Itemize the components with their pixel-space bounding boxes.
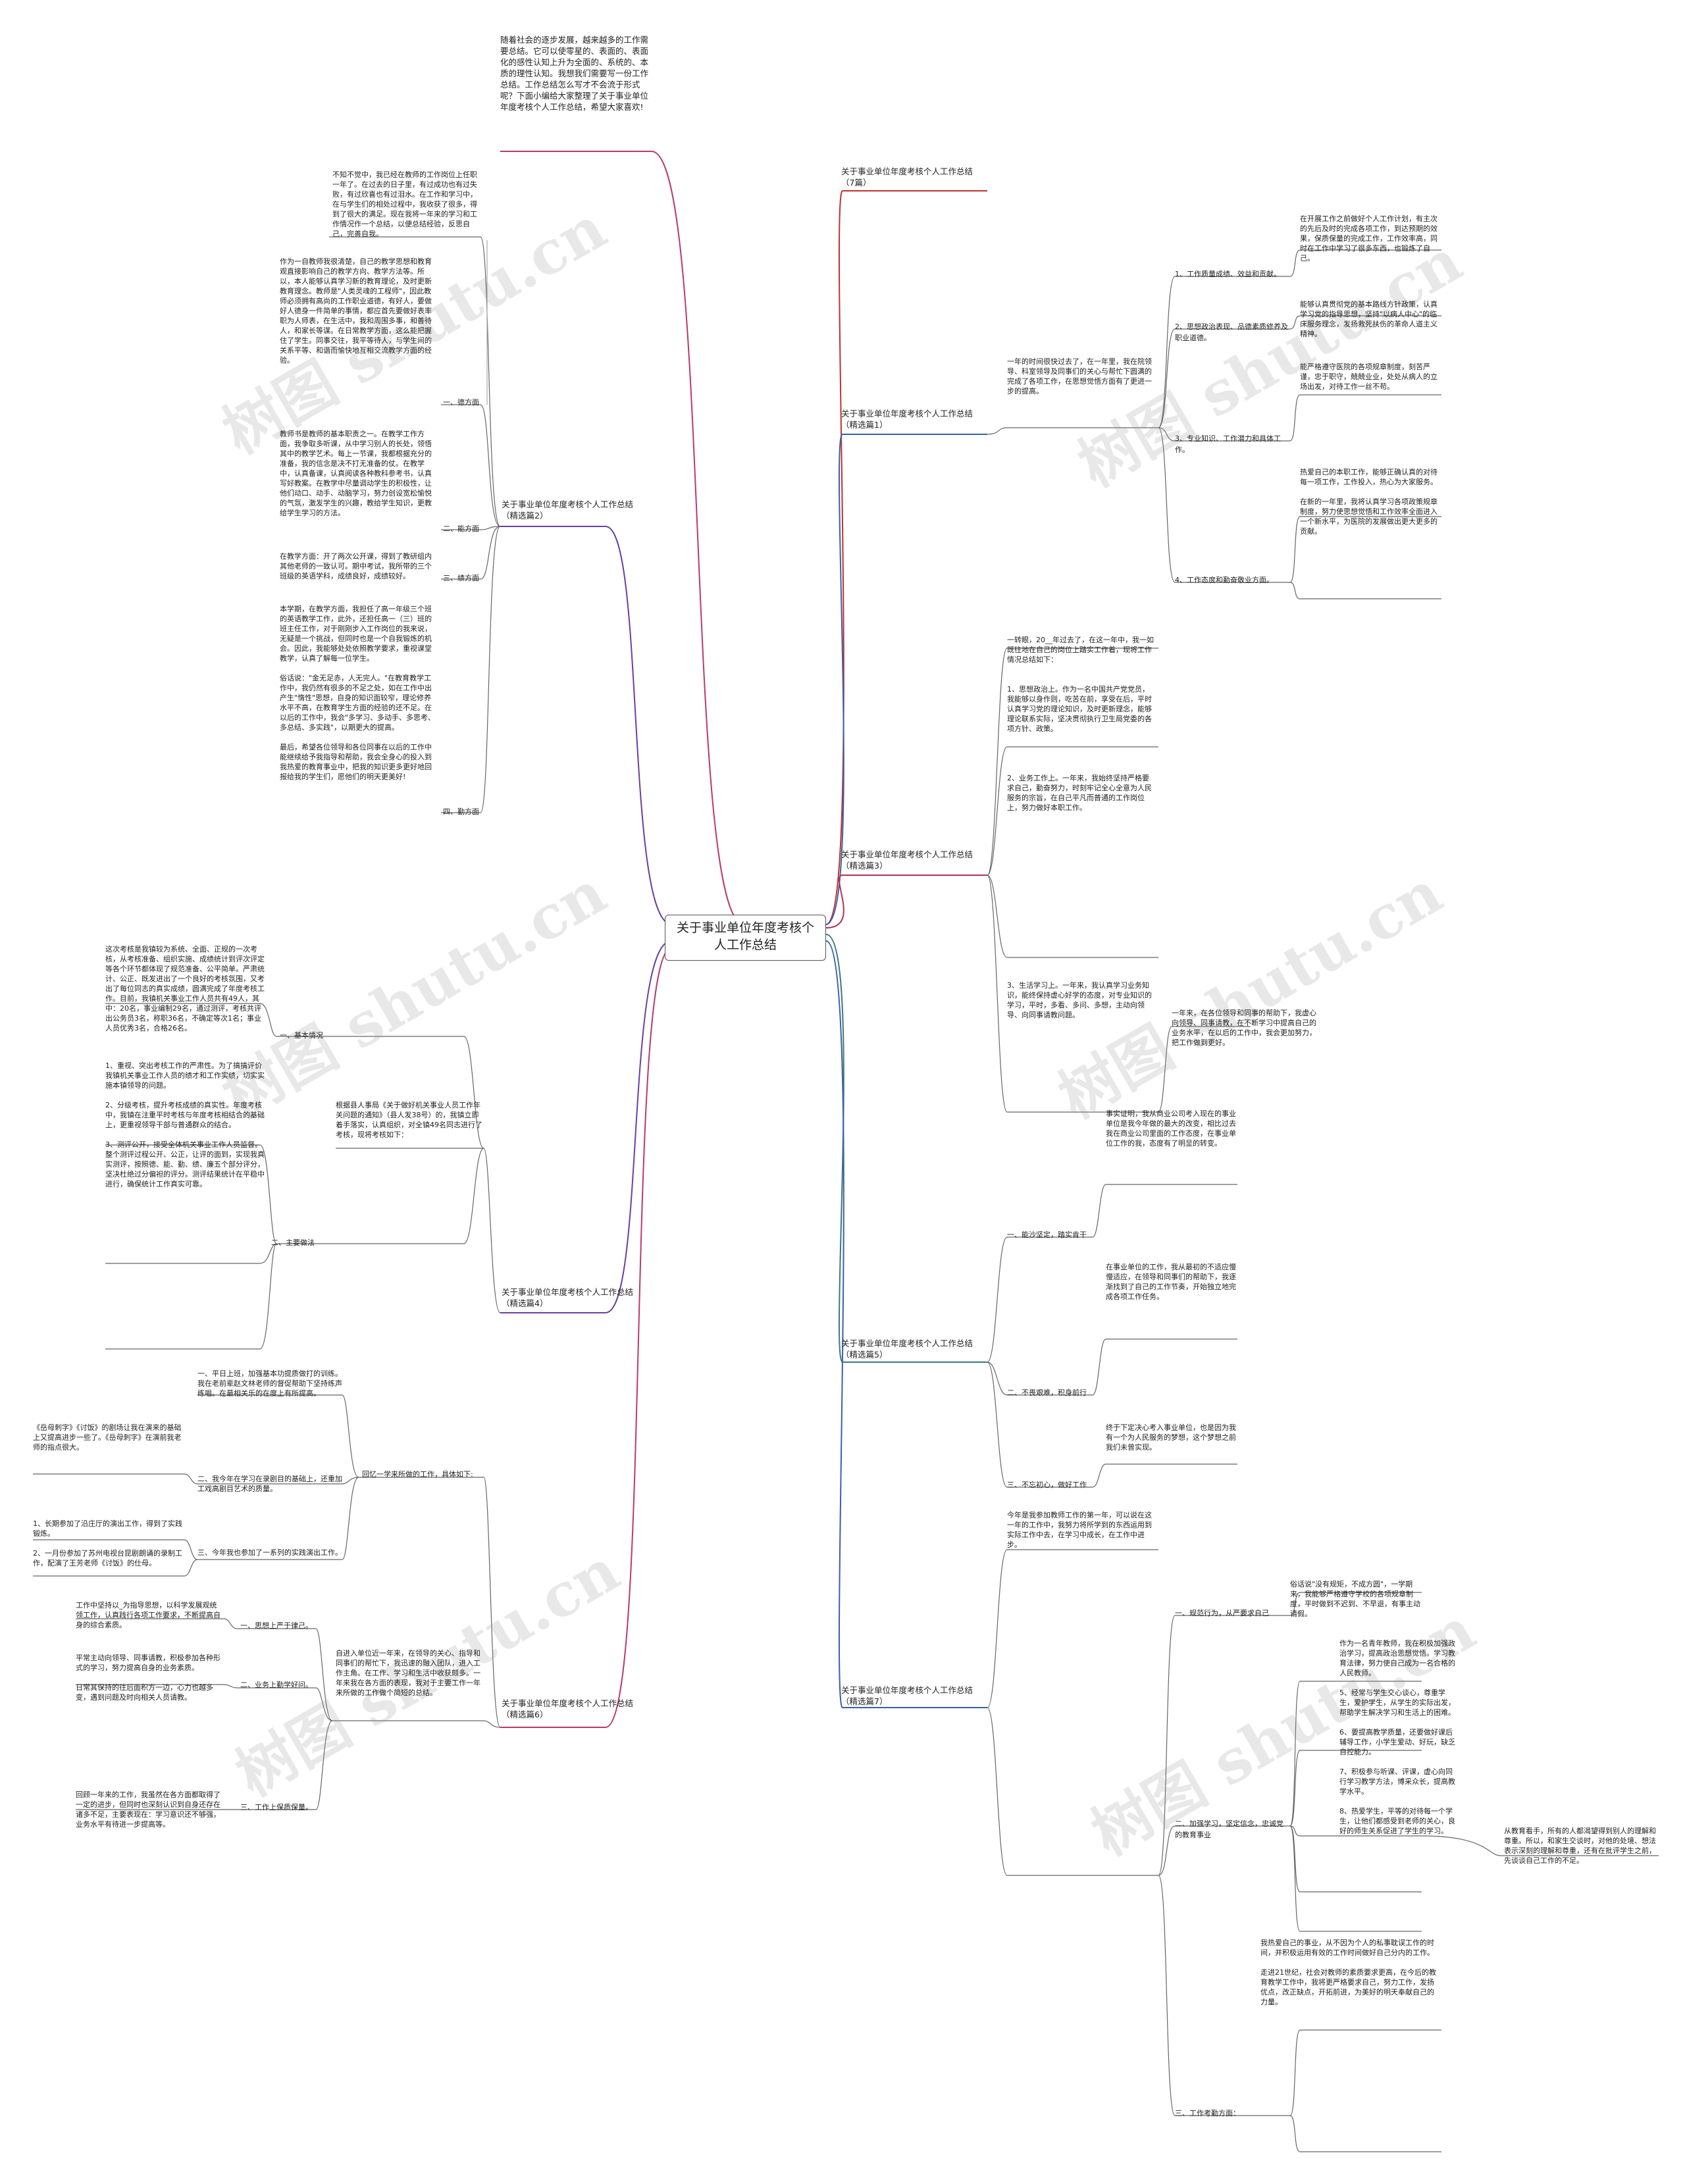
branch-title-7-pieces[interactable]: 关于事业单位年度考核个人工作总结（7篇） <box>841 166 973 188</box>
b5-s2-label: 二、不畏艰难，积身前行 <box>1007 1388 1087 1397</box>
b6-r1-label: 一、平日上班，加强基本功提质做打的训练。我在老前辈赵文林老师的督促帮助下坚持练声… <box>197 1369 342 1398</box>
b7-s1-label: 一、规范行为，从严要求自己 <box>1175 1609 1269 1617</box>
b7-s3-label: 三、工作考勤方面： <box>1175 2109 1240 2118</box>
b2-s4-label: 四、勤方面 <box>443 807 479 816</box>
b6-s2-text: 平常主动向领导、同事请教，积极参加各种形式的学习，努力提高自身的业务素质。 日常… <box>76 1654 220 1702</box>
branch-title-1[interactable]: 关于事业单位年度考核个人工作总结（精选篇1） <box>841 409 973 430</box>
b7-s2-label: 二、加强学习，坚定信念，忠诚党的教育事业 <box>1175 1819 1283 1839</box>
b7-s3-text: 我热爱自己的事业，从不因为个人的私事耽误工作的时间，并积极运用有效的工作时间做好… <box>1260 1939 1436 2006</box>
main-branches <box>500 151 987 1728</box>
b1-intro: 一年的时间很快过去了，在一年里，我在院领导、科室领导及同事们的关心与帮忙下圆满的… <box>1007 357 1152 395</box>
branch-title-5[interactable]: 关于事业单位年度考核个人工作总结（精选篇5） <box>841 1338 973 1359</box>
b5-s1-label: 一、能沙坚定，踏实肯干 <box>1007 1231 1087 1239</box>
b4-s1-text: 这次考核是我镇较为系统、全面、正规的一次考核，从考核准备、组织实施、成绩统计到评… <box>105 945 265 1032</box>
b3-s1: 1、思想政治上。作为一名中国共产党党员，我能够以身作则，吃苦在前，享受在后，平时… <box>1007 685 1152 733</box>
b3-intro: 一转眼，20__年过去了，在这一年中，我一如既往地在自己的岗位上踏实工作着，现将… <box>1007 636 1154 664</box>
b6-review: 回忆一学来所做的工作，具体如下: <box>362 1470 473 1479</box>
b3-s2: 2、业务工作上。一年来，我始终坚持严格要求自己，勤奋努力，时刻牢记全心全意为人民… <box>1007 774 1152 812</box>
b2-s3-text: 在教学方面：开了两次公开课，得到了教研组内其他老师的一致认可。期中考试，我所带的… <box>280 552 432 580</box>
b6-s1-label: 一、思想上严于律己。 <box>240 1621 313 1630</box>
b2-s4-text: 本学期，在教学方面，我担任了高一年级三个班的英语教学工作，此外，还担任高一（三）… <box>280 605 436 781</box>
b6-s2-label: 二、业务上勤学好问。 <box>240 1681 313 1689</box>
b5-s3-text: 终于下定决心考入事业单位，也是因为我有一个为人民服务的梦想，这个梦想之前我们未曾… <box>1106 1423 1236 1452</box>
b2-s3-label: 三、绩方面 <box>443 574 479 582</box>
b6-r2-label: 二、我今年在学习在录剧目的基础上，还重加工戏高剧目艺术的质量。 <box>197 1475 342 1493</box>
b5-s2-text: 在事业单位的工作，我从最初的不适应慢慢适应，在领导和同事们的帮助下，我逐渐找到了… <box>1106 1263 1236 1301</box>
branch-title-6[interactable]: 关于事业单位年度考核个人工作总结（精选篇6） <box>502 1698 634 1719</box>
b6-r3-text: 1、长期参加了沿庄厅的演出工作，得到了实践锻炼。 2、一月份参加了苏州电视台昆剧… <box>33 1519 182 1567</box>
b3-summary: 一年来，在各位领导和同事的帮助下，我虚心向领导、同事请教，在不断学习中提高自己的… <box>1172 1009 1316 1047</box>
b1-s4-label: 4、工作态度和勤奋敬业方面。 <box>1175 576 1274 584</box>
branch-title-4[interactable]: 关于事业单位年度考核个人工作总结（精选篇4） <box>502 1287 634 1308</box>
b4-intro: 根据县人事局《关于做好机关事业人员工作年关问题的通知》（县人发38号）的，我镇立… <box>336 1101 482 1139</box>
branch-title-3[interactable]: 关于事业单位年度考核个人工作总结（精选篇3） <box>841 850 973 871</box>
b4-s1-label: 一、基本情况 <box>280 1031 323 1040</box>
b7-s2-extra: 从教育看手，所有的人都渴望得到别人的理解和尊重。所以，和家生交谈时，对他的处境、… <box>1504 1827 1656 1865</box>
b6-s3-text: 回顾一年来的工作，我虽然在各方面都取得了一定的进步，但同时也深刻认识到自身还存在… <box>76 1790 220 1829</box>
b5-s3-label: 三、不忘初心，做好工作 <box>1007 1481 1087 1489</box>
b6-intro: 自进入单位近一年来，在领导的关心、指导和同事们的帮忙下，我迅速的融入团队，进入工… <box>336 1649 480 1697</box>
intro-text: 随着社会的逐步发展，越来越多的工作需要总结。它可以使零星的、表面的、表面化的感性… <box>500 35 649 112</box>
b6-s1-text: 工作中坚持以_为指导思想，以科学发展观统领工作，认真践行各项工作要求，不断提高自… <box>76 1601 220 1629</box>
b1-s2-label: 2、思想政治表现、品德素质修养及职业道德。 <box>1175 322 1288 342</box>
b1-s1-label: 1、工作质量成绩、效益和贡献。 <box>1175 270 1281 278</box>
branch-title-7[interactable]: 关于事业单位年度考核个人工作总结（精选篇7） <box>841 1685 973 1706</box>
b3-s3: 3、生活学习上。一年来，我认真学习业务知识，能终保持虚心好学的态度，对专业知识的… <box>1007 981 1152 1019</box>
b1-s3-label: 3、专业知识、工作潜力和具体工作。 <box>1175 434 1281 454</box>
b6-r2-text: 《岳母刺字》《讨饭》的剧场让我在演来的基础上又提高进步一些了。《岳母刺字》在演前… <box>33 1423 182 1452</box>
b2-s1-text: 作为一自教师我很清楚，自己的教学思想和教育观直接影响自己的教学方向、教学方法等。… <box>280 257 432 365</box>
b7-s2-text: 作为一名青年教师，我在积极加强政治学习，提高政治思想觉悟。学习教育法律，努力使自… <box>1339 1639 1455 1835</box>
b7-intro: 今年是我参加教师工作的第一年，可以说在这一年的工作中，我努力将所学到的东西运用到… <box>1007 1511 1152 1549</box>
b4-s2-text: 1、重视、突出考核工作的严肃性。为了搞搞评价我镇机关事业工作人员的绩才和工作实绩… <box>105 1061 265 1188</box>
central-topic[interactable]: 关于事业单位年度考核个人工作总结 <box>665 915 826 961</box>
b1-s3-text: 能严格遵守医院的各项规章制度，刻苦严谨，忠于职守，兢兢业业，处处从病人的立场出发… <box>1300 363 1438 391</box>
b2-s2-label: 二、能方面 <box>443 524 479 533</box>
sub-branches <box>33 236 1659 2152</box>
b6-s3-label: 三、工作上保质保量。 <box>240 1803 313 1812</box>
b1-s1-text: 在开展工作之前做好个人工作计划，有主次的先后及时的完成各项工作，到达预期的效果，… <box>1300 215 1438 263</box>
b1-s2-text: 能够认真贯彻党的基本路线方针政策，认真学习党的指导思想，坚持"以病人中心"的临床… <box>1300 300 1438 338</box>
b2-intro: 不知不觉中，我已经在教师的工作岗位上任职一年了。在过去的日子里，有过成功也有过失… <box>332 170 477 238</box>
b2-s2-text: 教师书是教师的基本职责之一。在教学工作方面，我争取多听课，从中学习别人的长处，领… <box>280 430 432 517</box>
branch-title-2[interactable]: 关于事业单位年度考核个人工作总结（精选篇2） <box>502 499 634 521</box>
b6-r3-label: 三、今年我也参加了一系列的实践演出工作。 <box>197 1548 342 1557</box>
b7-s1-text: 俗话说"没有规矩，不成方圆"，一学期来，我能够严格遵守学校的各项规章制度，平时做… <box>1290 1580 1420 1618</box>
b2-s1-label: 一、德方面 <box>443 398 479 407</box>
b4-s2-label: 二、主要做法 <box>271 1238 315 1247</box>
b5-s1-text: 事实证明，我从商业公司考入现在的事业单位是我今年做的最大的改变，相比过去我在商业… <box>1106 1109 1236 1148</box>
b1-s4-text: 热爱自己的本职工作，能够正确认真的对待每一项工作，工作投入，热心为大家服务。 在… <box>1300 468 1438 536</box>
